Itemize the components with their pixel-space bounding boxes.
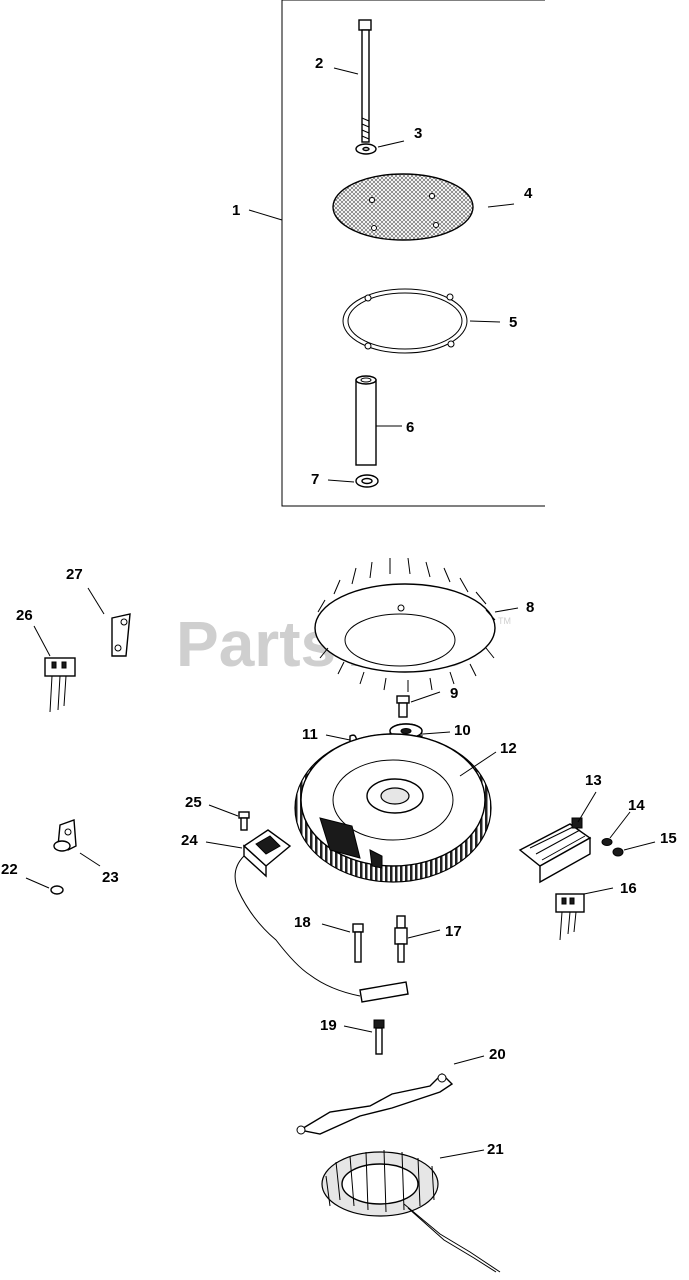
- part-20-bracket: [296, 1073, 454, 1135]
- callout-13: 13: [585, 772, 602, 789]
- part-2-bolt: [358, 19, 372, 143]
- part-17-spark-plug: [394, 915, 408, 963]
- callout-27: 27: [66, 566, 83, 583]
- part-21-stator: [321, 1149, 501, 1273]
- callout-2: 2: [315, 55, 323, 72]
- part-12-flywheel: [294, 733, 492, 883]
- part-27-clip: [111, 613, 131, 657]
- callout-8: 8: [526, 599, 534, 616]
- callout-23: 23: [102, 869, 119, 886]
- callout-1: 1: [232, 202, 240, 219]
- part-6-spacer: [355, 375, 377, 466]
- callout-5: 5: [509, 314, 517, 331]
- part-16-connector: [555, 893, 585, 941]
- callout-9: 9: [450, 685, 458, 702]
- part-14-washer: [601, 838, 613, 846]
- callout-4: 4: [524, 185, 533, 202]
- callout-15: 15: [660, 830, 677, 847]
- part-23-clamp: [53, 819, 77, 852]
- callout-26: 26: [16, 607, 33, 624]
- callout-10: 10: [454, 722, 471, 739]
- callout-24: 24: [181, 832, 198, 849]
- part-7-washer: [355, 474, 379, 488]
- part-15-screw: [612, 847, 624, 857]
- callout-20: 20: [489, 1046, 506, 1063]
- callout-19: 19: [320, 1017, 337, 1034]
- part-8-fan: [314, 557, 496, 692]
- part-5-gasket: [342, 288, 468, 354]
- callout-7: 7: [311, 471, 319, 488]
- leader-lines: [25, 67, 656, 1159]
- callout-22: 22: [1, 861, 18, 878]
- part-4-screen: [332, 173, 474, 241]
- callout-16: 16: [620, 880, 637, 897]
- callout-14: 14: [628, 797, 645, 814]
- callout-labels: 1 2 3 4 5 6 7 8 9 10 11 12 13 14 15 16 1…: [1, 55, 677, 1158]
- part-19-bolt: [373, 1019, 385, 1055]
- callout-18: 18: [294, 914, 311, 931]
- callout-12: 12: [500, 740, 517, 757]
- part-24-ignition-module: [234, 829, 409, 1003]
- part-26-connector: [44, 657, 76, 713]
- part-13-regulator: [518, 817, 592, 884]
- watermark-trademark: TM: [498, 616, 511, 626]
- callout-6: 6: [406, 419, 414, 436]
- part-3-washer: [355, 143, 377, 155]
- part-9-bolt: [396, 695, 410, 718]
- callout-21: 21: [487, 1141, 504, 1158]
- part-22-washer: [50, 885, 64, 895]
- callout-17: 17: [445, 923, 462, 940]
- kit-bracket: [281, 0, 545, 507]
- callout-25: 25: [185, 794, 202, 811]
- part-25-screw: [238, 811, 250, 831]
- callout-3: 3: [414, 125, 422, 142]
- callout-11: 11: [302, 726, 318, 743]
- part-18-bolt: [352, 923, 364, 963]
